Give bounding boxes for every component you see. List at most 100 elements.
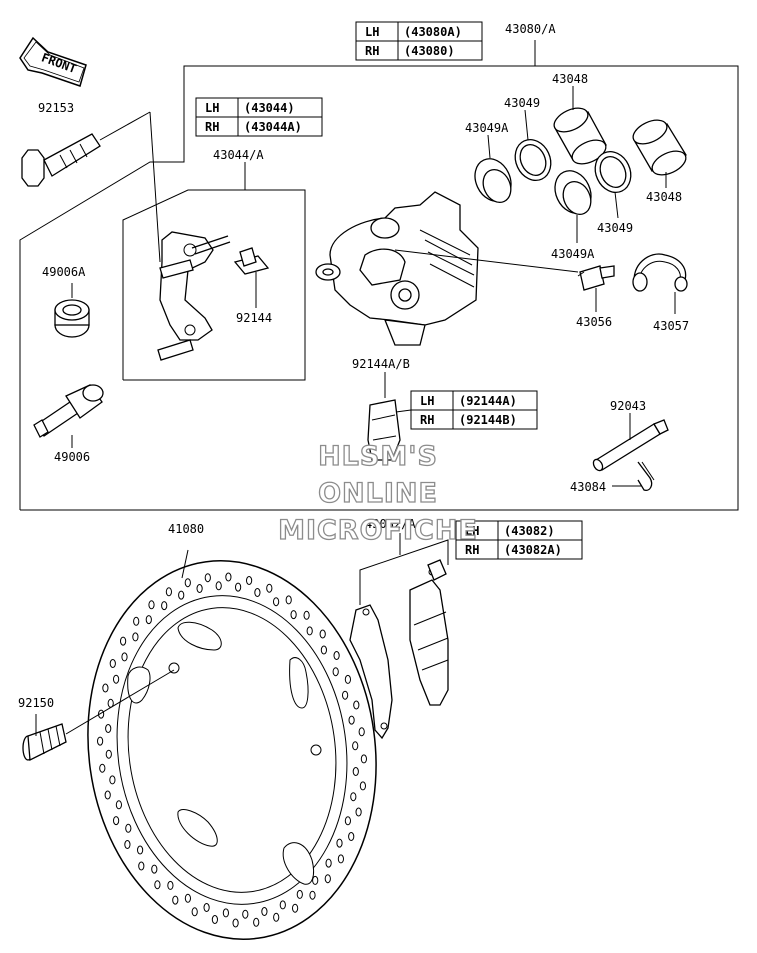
table-bracket-code-0: (43044) (244, 101, 295, 115)
table-bracket: LH (43044) RH (43044A) (195, 97, 323, 137)
disc-hole (342, 690, 349, 700)
seal-43049A-top (474, 158, 512, 204)
disc-hole (232, 918, 239, 928)
boot-49006A (54, 283, 90, 338)
label-43048-right: 43048 (646, 190, 682, 204)
disc-hole (104, 790, 111, 800)
table-caliper: LH (43080A) RH (43080) (355, 21, 483, 61)
disc-hole (319, 629, 326, 639)
disc-hole (211, 915, 218, 924)
disc-hole (113, 674, 120, 684)
disc-hole (348, 715, 355, 725)
disc-hole (215, 581, 222, 591)
table-pads-side-1: RH (465, 543, 479, 557)
disc-hole (97, 736, 104, 746)
table-bracket-code-1: (43044A) (244, 120, 302, 134)
label-43080A: 43080/A (505, 22, 556, 36)
disc-hole (292, 903, 299, 913)
brake-disc-41080 (87, 549, 377, 940)
disc-hole (105, 749, 112, 759)
label-92144: 92144 (236, 311, 272, 325)
watermark-line-2: ONLINE (318, 478, 438, 509)
disc-hole (191, 907, 198, 917)
disc-hole (165, 587, 172, 597)
pad-spring-92144AB (367, 372, 401, 461)
label-49006: 49006 (54, 450, 90, 464)
seal-43049-top (514, 139, 552, 181)
disc-hole (109, 775, 116, 785)
disc-hole (337, 854, 344, 864)
table-pads: LH (43082) RH (43082A) (455, 520, 583, 560)
disc-hole (178, 590, 185, 600)
disc-hole (204, 573, 211, 583)
disc-hole (120, 636, 127, 646)
disc-hole (285, 595, 292, 605)
disc-hole (352, 741, 359, 751)
label-49006A: 49006A (42, 265, 86, 279)
label-92153: 92153 (38, 101, 74, 115)
table-pads-code-1: (43082A) (504, 543, 562, 557)
disc-hole (312, 875, 319, 885)
caliper-assembly-frame (19, 65, 739, 511)
table-caliper-code-0: (43080A) (404, 25, 462, 39)
caliper-bracket (157, 231, 231, 361)
bracket-subframe (122, 189, 306, 381)
disc-hole (332, 667, 339, 677)
disc-hole (246, 576, 253, 585)
disc-hole (121, 652, 128, 662)
disc-hole (109, 659, 116, 668)
disc-hole (350, 792, 357, 802)
disc-hole (344, 674, 351, 684)
watermark-line-3: MICROFICHE (278, 515, 478, 546)
disc-hole (266, 583, 273, 593)
pad-pin-92043 (592, 413, 669, 472)
disc-hole (102, 683, 109, 693)
disc-hole (125, 823, 132, 833)
table-spring: LH (92144A) RH (92144B) (395, 390, 538, 430)
disc-hole (279, 900, 286, 910)
disc-hole (105, 724, 112, 733)
disc-hole (148, 600, 155, 610)
bolt-92150 (22, 669, 175, 762)
brake-pads-43082A (349, 533, 449, 740)
table-pads-side-0: LH (465, 524, 479, 538)
disc-hole (355, 807, 362, 817)
disc-hole (348, 832, 355, 841)
clip-43084 (612, 461, 655, 491)
disc-hole (138, 861, 145, 871)
pin-49006 (33, 384, 104, 448)
disc-hole (151, 864, 158, 874)
disc-hole (353, 700, 360, 710)
table-bracket-side-0: LH (205, 101, 219, 115)
bolt-92153 (21, 111, 151, 187)
disc-hole (324, 874, 331, 884)
table-spring-side-1: RH (420, 413, 434, 427)
disc-hole (360, 754, 367, 764)
disc-hole (296, 889, 303, 899)
table-spring-code-0: (92144A) (459, 394, 517, 408)
disc-hole (222, 908, 229, 918)
disc-hole (359, 781, 366, 791)
table-bracket-side-1: RH (205, 120, 219, 134)
disc-hole (325, 858, 332, 868)
disc-hole (137, 845, 144, 855)
disc-hole (309, 890, 316, 900)
disc-hole (161, 601, 168, 611)
disc-hole (273, 597, 280, 607)
disc-hole (172, 895, 179, 905)
piston-43048-right (632, 119, 687, 176)
disc-hole (303, 610, 310, 620)
label-41080: 41080 (168, 522, 204, 536)
table-pads-code-0: (43082) (504, 524, 555, 538)
disc-hole (344, 816, 351, 826)
caliper-body (315, 191, 579, 346)
disc-hole (306, 626, 313, 636)
disc-hole (99, 763, 106, 773)
disc-hole (242, 909, 249, 919)
table-spring-code-1: (92144B) (459, 413, 517, 427)
label-43048-top: 43048 (552, 72, 588, 86)
disc-hole (253, 917, 260, 927)
piston-43048-top (553, 107, 607, 165)
disc-hole (273, 912, 280, 922)
